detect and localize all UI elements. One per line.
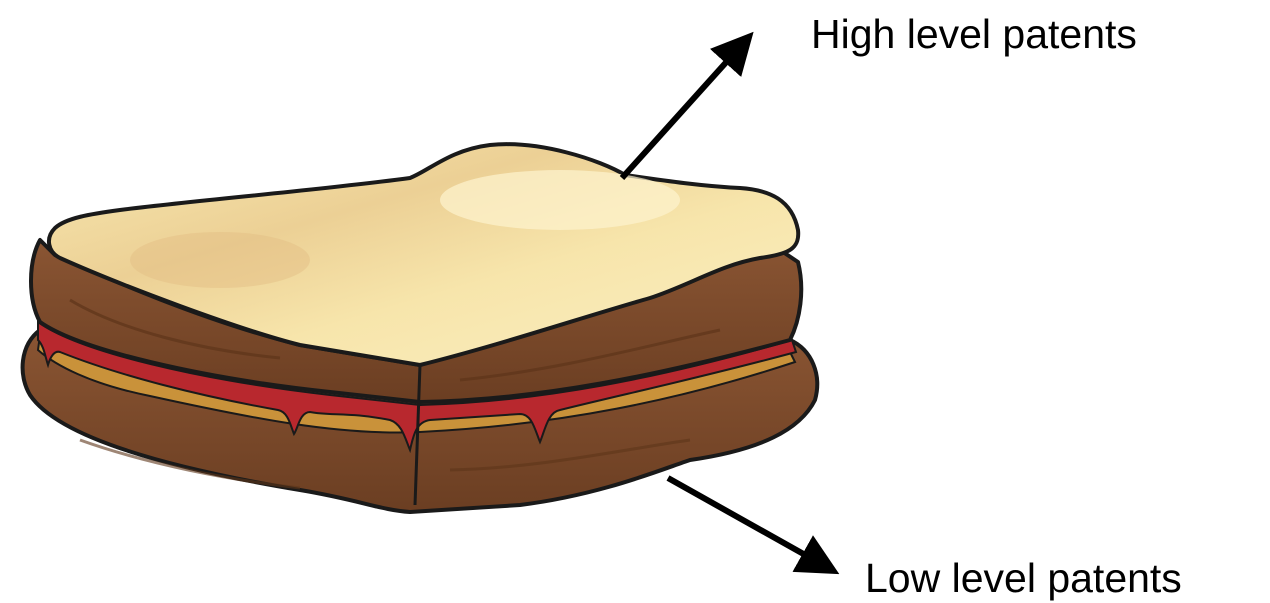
arrow-low [668, 478, 832, 570]
high-level-patents-label: High level patents [811, 14, 1137, 55]
bread-highlight [440, 170, 680, 230]
low-level-patents-label: Low level patents [865, 558, 1182, 599]
arrow-high [622, 38, 748, 178]
bread-shadow [130, 232, 310, 288]
sandwich-illustration [23, 144, 818, 512]
